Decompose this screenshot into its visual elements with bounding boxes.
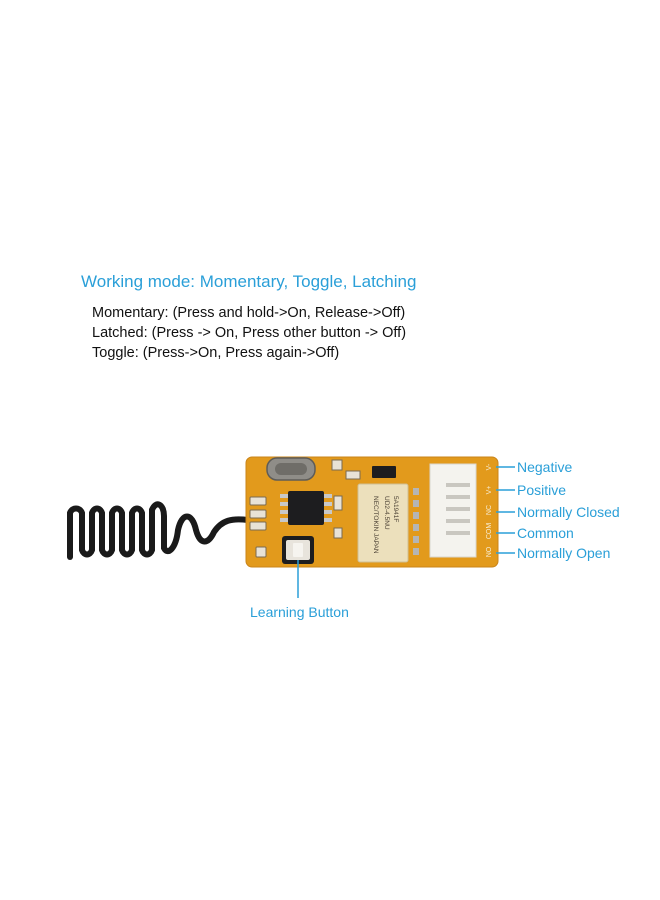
page-title: Working mode: Momentary, Toggle, Latchin… [81,272,417,291]
silk-no: NO [486,546,493,557]
mode-latched: Latched: (Press -> On, Press other butto… [92,325,407,341]
relay-marking-2: UD2-4.5NU [383,496,390,530]
silk-v-minus: V- [486,463,493,470]
receiver-board-diagram: 5A1941F UD2-4.5NU NEC/TOKIN JAPAN V- V+ … [67,456,515,598]
silk-com: COM [486,523,493,540]
relay-marking-3: NEC/TOKIN JAPAN [372,496,379,554]
learning-button-label: Learning Button [250,604,349,620]
relay [357,483,409,563]
silk-v-plus: V+ [486,486,493,495]
silk-nc: NC [486,505,493,515]
mode-toggle: Toggle: (Press->On, Press again->Off) [92,345,340,361]
pin-label-normally-closed: Normally Closed [517,504,620,520]
pin-label-negative: Negative [517,459,573,475]
ic-chip [288,491,324,525]
relay-marking-1: 5A1941F [392,496,399,522]
pin-label-positive: Positive [517,482,567,498]
pin-label-common: Common [517,525,574,541]
pin-label-normally-open: Normally Open [517,545,611,561]
antenna-icon [67,501,251,560]
callout-lines [297,466,515,598]
mode-momentary: Momentary: (Press and hold->On, Release-… [92,305,406,321]
